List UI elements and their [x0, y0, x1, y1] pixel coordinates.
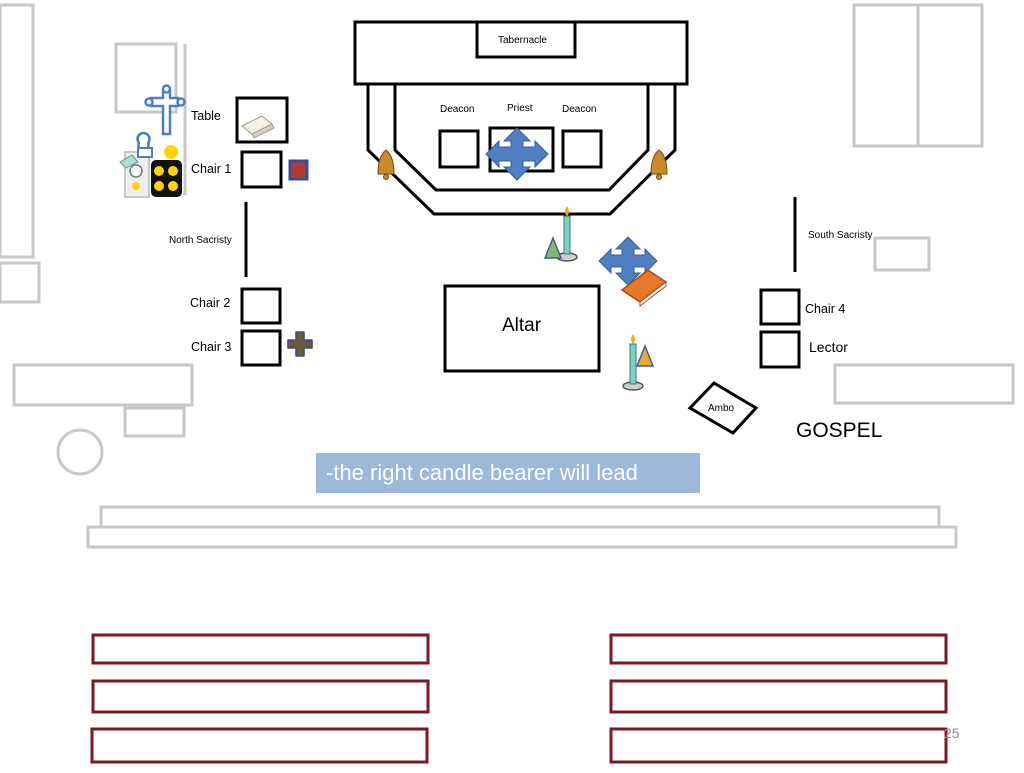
left-wall-furniture: [0, 3, 194, 476]
priest-move-icon: [485, 127, 549, 181]
altar-server-items: [119, 131, 182, 198]
ambo-label: Ambo: [708, 403, 735, 414]
processional-cross-icon: [144, 84, 186, 136]
sanctuary-steps: [86, 505, 958, 549]
book-icon: [620, 269, 668, 308]
lector-chair: [759, 330, 801, 369]
bell-icon: [377, 149, 395, 180]
north-sacristy-label: North Sacristy: [169, 235, 232, 246]
right-wall-furniture: [833, 3, 1015, 405]
altar: [443, 284, 601, 373]
deacon-left-label: Deacon: [440, 104, 475, 115]
presider-area: [366, 84, 677, 216]
chair-4: [759, 288, 801, 326]
ambo: [687, 381, 759, 435]
altar-label: Altar: [502, 315, 542, 336]
instruction-caption: -the right candle bearer will lead: [316, 453, 700, 493]
tabernacle-label: Tabernacle: [498, 35, 547, 46]
book-icon: [241, 115, 275, 139]
candle-icon: [622, 334, 655, 391]
chair-1: [240, 150, 283, 189]
bell-icon: [650, 149, 668, 180]
chair1-marker: [288, 159, 309, 181]
pews: [90, 633, 948, 764]
gospel-label: GOSPEL: [796, 419, 883, 442]
chair3-label: Chair 3: [191, 340, 232, 354]
candle-icon: [543, 206, 578, 262]
incense-boat-icon: [119, 154, 139, 169]
credence-table: [235, 96, 289, 144]
chair-3: [240, 329, 282, 367]
tabernacle-platform: [353, 20, 689, 86]
lector-label: Lector: [809, 339, 848, 355]
south-sacristy-label: South Sacristy: [808, 230, 873, 241]
cross-marker-icon: [287, 331, 313, 357]
page-number: 25: [944, 725, 960, 741]
priest-label: Priest: [507, 103, 533, 114]
chair-2: [240, 287, 282, 325]
table-label: Table: [191, 109, 221, 123]
sun-icon: [132, 182, 140, 190]
deacon-right-label: Deacon: [562, 104, 597, 115]
chair1-label: Chair 1: [191, 162, 232, 176]
chairs: [235, 96, 801, 435]
chair2-label: Chair 2: [190, 296, 231, 310]
chair4-label: Chair 4: [805, 302, 846, 316]
